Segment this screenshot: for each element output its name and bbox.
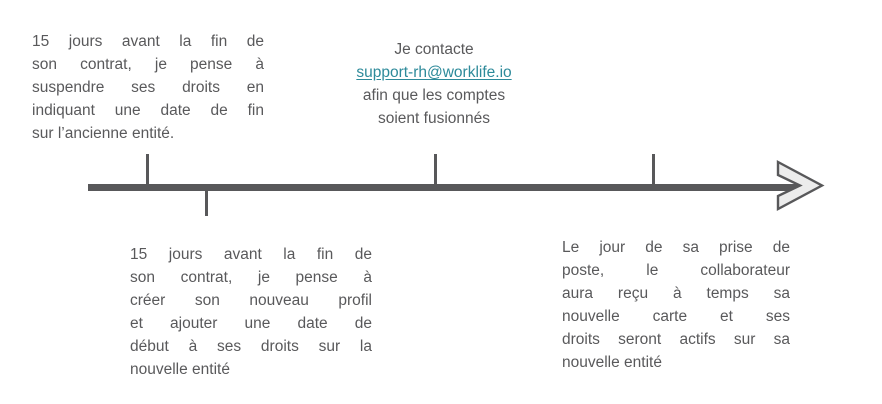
- note-center: Je contacte support-rh@worklife.io afin …: [334, 38, 534, 130]
- note-line: son contrat, je pense à: [32, 56, 264, 73]
- note-bottom-left: 15 jours avant la fin de son contrat, je…: [130, 243, 372, 381]
- arrow-right-chevron-icon: [772, 158, 828, 214]
- note-line: aura reçu à temps sa: [562, 285, 790, 302]
- timeline-axis: [88, 184, 800, 191]
- note-line: suspendre ses droits en: [32, 79, 264, 96]
- note-line: créer son nouveau profil: [130, 292, 372, 309]
- note-line: poste, le collaborateur: [562, 262, 790, 279]
- note-line: Je contacte: [394, 41, 474, 58]
- note-line: 15 jours avant la fin de: [32, 33, 264, 50]
- timeline-tick-4: [652, 154, 655, 185]
- note-line: son contrat, je pense à: [130, 269, 372, 286]
- note-line: droits seront actifs sur sa: [562, 331, 790, 348]
- note-line: Le jour de sa prise de: [562, 239, 790, 256]
- timeline-tick-3: [434, 154, 437, 185]
- note-line: et ajouter une date de: [130, 315, 372, 332]
- note-line: nouvelle entité: [562, 354, 662, 371]
- note-line: soient fusionnés: [377, 110, 491, 127]
- note-line: sur l’ancienne entité.: [32, 125, 175, 142]
- note-line: 15 jours avant la fin de: [130, 246, 372, 263]
- note-line: indiquant une date de fin: [32, 102, 264, 119]
- note-line: nouvelle carte et ses: [562, 308, 790, 325]
- timeline-tick-2: [205, 190, 208, 216]
- support-email-link[interactable]: support-rh@worklife.io: [356, 64, 512, 81]
- note-line: afin que les comptes: [362, 87, 506, 104]
- note-top-left: 15 jours avant la fin de son contrat, je…: [32, 30, 264, 145]
- note-bottom-right: Le jour de sa prise de poste, le collabo…: [562, 236, 790, 374]
- note-line: nouvelle entité: [130, 361, 230, 378]
- note-line: début à ses droits sur la: [130, 338, 372, 355]
- timeline-tick-1: [146, 154, 149, 185]
